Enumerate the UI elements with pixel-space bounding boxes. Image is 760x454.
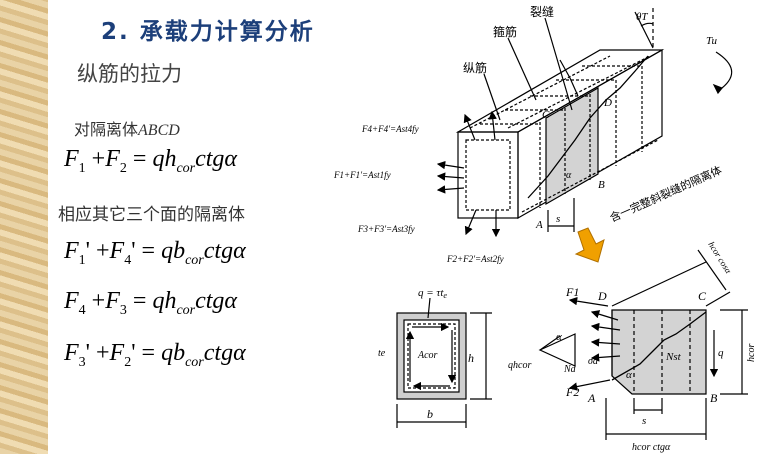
beam-core-dashed — [465, 139, 511, 211]
long-bar-label: 纵筋 — [463, 60, 487, 75]
beam-3d-diagram — [436, 8, 733, 238]
section-core — [407, 323, 456, 389]
force-triangle — [538, 333, 576, 367]
alpha-3d: α — [566, 170, 572, 181]
torque-label: Tu — [706, 35, 718, 47]
point-b-fbd: B — [710, 391, 718, 405]
beam-front-face — [457, 131, 519, 219]
free-body-caption: 含一完整斜裂缝的隔离体 — [608, 163, 724, 225]
f2-label: F2 — [565, 385, 579, 399]
force-f11: F1+F1'=Ast1fy — [333, 170, 391, 180]
sigma-d-label: σd — [588, 356, 599, 367]
beam-right-face — [517, 48, 663, 220]
hcos-ext-1 — [611, 261, 707, 307]
fbd-force-arrows — [568, 296, 621, 391]
theta-arc — [640, 22, 654, 27]
crack-line-2 — [559, 59, 579, 97]
qhcor-label: qhcor — [508, 360, 531, 371]
point-d-3d: D — [603, 97, 612, 109]
stirrups-dashed — [469, 55, 659, 213]
equation-4: F3' +F2' = qbcorctgα — [64, 340, 246, 370]
alpha-fbd-1: α — [556, 331, 562, 343]
b-label: b — [427, 407, 433, 421]
te-label: te — [378, 348, 386, 359]
slide-subtitle: 纵筋的拉力 — [77, 62, 182, 86]
free-body-label: 对隔离体ABCD — [74, 120, 180, 139]
point-a-3d: A — [535, 219, 543, 231]
s-label-fbd: s — [642, 415, 646, 427]
theta-ray — [634, 11, 654, 49]
fbd-crack — [611, 311, 707, 381]
free-body-panel — [545, 86, 599, 206]
q-label-fbd: q — [718, 347, 724, 359]
orange-down-arrow — [574, 227, 605, 263]
point-a-fbd: A — [587, 391, 596, 405]
force-f22: F2+F2'=Ast2fy — [446, 254, 504, 264]
crack-leader — [544, 17, 573, 111]
hcos-dimension — [697, 249, 727, 291]
q-shear-label: q = τte — [418, 287, 447, 300]
front-face-arrows — [436, 110, 501, 238]
torque-arrowhead — [712, 83, 723, 95]
equation-3: F4 +F3 = qhcorctgα — [64, 288, 238, 318]
q-leader — [427, 297, 431, 319]
crack-line-1 — [527, 55, 649, 199]
hcos-ext-2 — [705, 291, 731, 307]
point-b-3d: B — [598, 179, 605, 191]
force-f33: F3+F3'=Ast3fy — [357, 224, 415, 234]
slide-title: 2. 承载力计算分析 — [101, 19, 315, 45]
s-label-3d: s — [556, 213, 560, 225]
hcor-cos-label: hcor cosα — [706, 240, 733, 276]
shear-flow-arrows — [405, 322, 457, 391]
crack-label: 裂缝 — [530, 4, 554, 19]
stirrup-label: 箍筋 — [493, 24, 517, 39]
equation-2: F1' +F4' = qbcorctgα — [64, 238, 246, 268]
point-d-fbd: D — [597, 289, 607, 303]
acor-label: Acor — [417, 350, 438, 361]
cross-section-diagram — [396, 297, 492, 428]
long-bar-leader — [483, 73, 501, 121]
point-c-fbd: C — [698, 289, 707, 303]
free-body-diagram — [538, 249, 748, 440]
parchment-border — [0, 0, 48, 454]
equation-1: F1 +F2 = qhcorctgα — [64, 146, 238, 176]
alpha-line — [539, 335, 561, 351]
torque-arc — [715, 51, 733, 89]
point-c-3d: C — [542, 109, 550, 121]
hcor-ctg-label: hcor ctgα — [632, 442, 671, 453]
alpha-fbd-2: α — [626, 369, 632, 381]
theta-label: θT — [636, 11, 648, 23]
f1-label: F1 — [565, 285, 579, 299]
nst-label: Nst — [665, 351, 682, 363]
hcor-label: hcor — [746, 344, 757, 362]
nd-label: Nd — [563, 364, 577, 375]
force-f44: F4+F4'=Ast4fy — [361, 124, 419, 134]
other-faces-label: 相应其它三个面的隔离体 — [58, 205, 245, 225]
stirrup-leader — [507, 37, 537, 101]
h-label: h — [468, 351, 474, 365]
